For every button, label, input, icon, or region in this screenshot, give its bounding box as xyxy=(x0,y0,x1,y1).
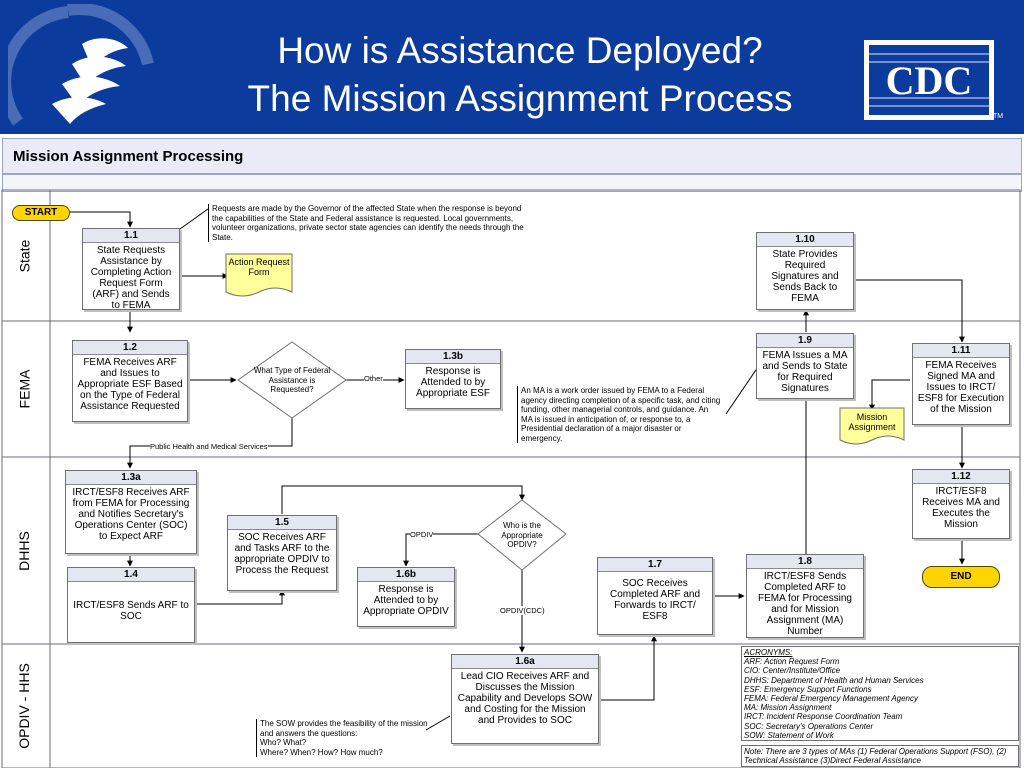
sheet-title: Mission Assignment Processing xyxy=(13,148,244,165)
edge-1-4-to-1-5 xyxy=(194,589,285,605)
edge-label-opdiv: OPDIV xyxy=(410,530,434,539)
end-terminator: END xyxy=(922,566,1000,588)
acronym-item: SOC: Secretary's Operations Center xyxy=(744,721,874,731)
acronym-item: IRCT: Incident Response Coordination Tea… xyxy=(744,712,903,722)
process-id: 1.11 xyxy=(913,344,1009,358)
action-request-form-text: Action Request Form xyxy=(228,257,290,277)
decision-appropriate-opdiv xyxy=(477,499,567,571)
process-box-1-11: 1.11 FEMA Receives Signed MA and Issues … xyxy=(912,343,1010,425)
process-box-1-6b: 1.6b Response is Attended to by Appropri… xyxy=(357,567,455,627)
decision-appropriate-opdiv-text: Who is the Appropriate OPDIV? xyxy=(501,521,543,549)
document-action-request-form xyxy=(225,253,293,297)
lane-label-fema: FEMA xyxy=(15,369,32,409)
process-text: Lead CIO Receives ARF and Discusses the … xyxy=(457,671,593,726)
document-mission-assignment xyxy=(839,407,905,445)
acronyms-heading: ACRONYMS: xyxy=(744,648,793,657)
ma-types-footnote: Note: There are 3 types of MAs (1) Feder… xyxy=(741,745,1019,767)
process-box-1-12: 1.12 IRCT/ESF8 Receives MA and Executes … xyxy=(912,469,1010,539)
process-text: State Provides Required Signatures and S… xyxy=(771,249,839,304)
note-mission-assignment: An MA is a work order issued by FEMA to … xyxy=(517,386,721,443)
lane-label-opdiv-hhs: OPDIV - HHS xyxy=(16,663,33,749)
decision-assistance-type xyxy=(237,341,347,419)
process-text: FEMA Receives Signed MA and Issues to IR… xyxy=(917,360,1005,415)
process-text: Response is Attended to by Appropriate O… xyxy=(363,584,449,617)
process-box-1-1: 1.1 State Requests Assistance by Complet… xyxy=(82,228,180,311)
note-pointer-requests xyxy=(179,208,209,230)
edge-mission-assignment xyxy=(869,379,910,411)
process-box-1-2: 1.2 FEMA Receives ARF and Issues to Appr… xyxy=(72,340,188,422)
edge-decision2-to-1-6b xyxy=(403,533,480,567)
process-text: FEMA Issues a MA and Sends to State for … xyxy=(762,350,848,394)
acronym-item: CIO: Center/Institute/Office xyxy=(744,666,841,676)
note-pointer-ma xyxy=(725,363,761,415)
process-id: 1.2 xyxy=(73,341,187,355)
process-box-1-5: 1.5 SOC Receives ARF and Tasks ARF to th… xyxy=(227,515,337,591)
process-id: 1.7 xyxy=(598,558,712,572)
acronym-item: FEMA: Federal Emergency Management Agenc… xyxy=(744,694,919,704)
process-id: 1.5 xyxy=(228,516,336,530)
cdc-logo-text: CDC xyxy=(886,58,973,103)
slide-header: How is Assistance Deployed? The Mission … xyxy=(0,0,1024,134)
process-id: 1.3b xyxy=(406,350,500,364)
process-id: 1.6b xyxy=(358,568,454,582)
swimlane-grid xyxy=(1,189,1021,768)
process-text: Response is Attended to by Appropriate E… xyxy=(416,366,490,399)
edge-1-5-to-decision2 xyxy=(281,485,525,514)
acronym-item: DHHS: Department of Health and Human Ser… xyxy=(744,675,924,685)
process-box-1-10: 1.10 State Provides Required Signatures … xyxy=(756,232,854,310)
note-sow: The SOW provides the feasibility of the … xyxy=(256,719,432,757)
process-text: IRCT/ESF8 Sends ARF to SOC xyxy=(73,600,189,622)
sheet-subheader-row xyxy=(2,174,1022,192)
acronym-item: MA: Mission Assignment xyxy=(744,703,832,713)
process-text: FEMA Receives ARF and Issues to Appropri… xyxy=(77,357,183,412)
process-box-1-9: 1.9 FEMA Issues a MA and Sends to State … xyxy=(756,333,854,399)
process-text: IRCT/ESF8 Receives ARF from FEMA for Pro… xyxy=(72,487,190,542)
acronym-item: SOW: Statement of Work xyxy=(744,730,834,740)
cdc-trademark: TM xyxy=(993,113,1003,120)
acronym-item: ESF: Emergency Support Functions xyxy=(744,684,872,694)
edge-1-6a-to-1-7 xyxy=(598,635,657,701)
process-text: IRCT/ESF8 Receives MA and Executes the M… xyxy=(922,486,1000,530)
process-id: 1.9 xyxy=(757,334,853,348)
process-box-1-8: 1.8 IRCT/ESF8 Sends Completed ARF to FEM… xyxy=(746,554,864,638)
process-id: 1.4 xyxy=(68,568,194,582)
decision-assistance-type-text: What Type of Federal Assistance is Reque… xyxy=(253,366,331,394)
process-text: SOC Receives ARF and Tasks ARF to the ap… xyxy=(234,532,330,576)
start-terminator: START xyxy=(12,205,70,221)
process-box-1-4: 1.4 IRCT/ESF8 Sends ARF to SOC xyxy=(67,567,195,643)
process-id: 1.3a xyxy=(66,471,196,485)
edge-label-other: Other xyxy=(364,374,383,383)
lane-label-dhhs: DHHS xyxy=(15,530,32,571)
process-box-1-3a: 1.3a IRCT/ESF8 Receives ARF from FEMA fo… xyxy=(65,470,197,554)
process-id: 1.1 xyxy=(83,229,179,243)
process-id: 1.8 xyxy=(747,555,863,569)
note-sow-line-3: Where? When? How? How much? xyxy=(260,747,383,757)
cdc-logo: CDC TM xyxy=(864,40,1007,120)
acronym-item: ARF: Action Request Form xyxy=(744,657,840,667)
mission-assignment-flowchart: Mission Assignment Processing xyxy=(0,134,1024,768)
edge-1-10-to-1-11 xyxy=(854,279,965,343)
hhs-seal-logo xyxy=(8,4,154,126)
process-text: State Requests Assistance by Completing … xyxy=(90,245,172,311)
note-requests: Requests are made by the Governor of the… xyxy=(208,204,530,242)
process-text: IRCT/ESF8 Sends Completed ARF to FEMA fo… xyxy=(758,571,852,637)
acronyms-legend: ACRONYMS: ARF: Action Request Form CIO: … xyxy=(741,646,1019,741)
note-sow-line-2: Who? What? xyxy=(260,738,307,747)
process-text: SOC Receives Completed ARF and Forwards … xyxy=(609,578,701,622)
slide-title-line-1: How is Assistance Deployed? xyxy=(277,30,763,71)
mission-assignment-text: Mission Assignment xyxy=(848,412,896,432)
edge-label-opdiv-cdc: OPDIV(CDC) xyxy=(500,606,545,615)
process-id: 1.12 xyxy=(913,470,1009,484)
process-box-1-7: 1.7 SOC Receives Completed ARF and Forwa… xyxy=(597,557,713,635)
process-box-1-6a: 1.6a Lead CIO Receives ARF and Discusses… xyxy=(451,654,599,744)
process-id: 1.10 xyxy=(757,233,853,247)
edge-label-public-health: Public Health and Medical Services xyxy=(150,442,268,451)
edge-start-to-1-1 xyxy=(70,211,133,228)
process-id: 1.6a xyxy=(452,655,598,669)
note-pointer-sow xyxy=(425,715,451,731)
sheet-title-row: Mission Assignment Processing xyxy=(2,138,1022,174)
process-box-1-3b: 1.3b Response is Attended to by Appropri… xyxy=(405,349,501,409)
note-sow-line-1: The SOW provides the feasibility of the … xyxy=(260,719,428,738)
slide-title-line-2: The Mission Assignment Process xyxy=(247,78,793,119)
